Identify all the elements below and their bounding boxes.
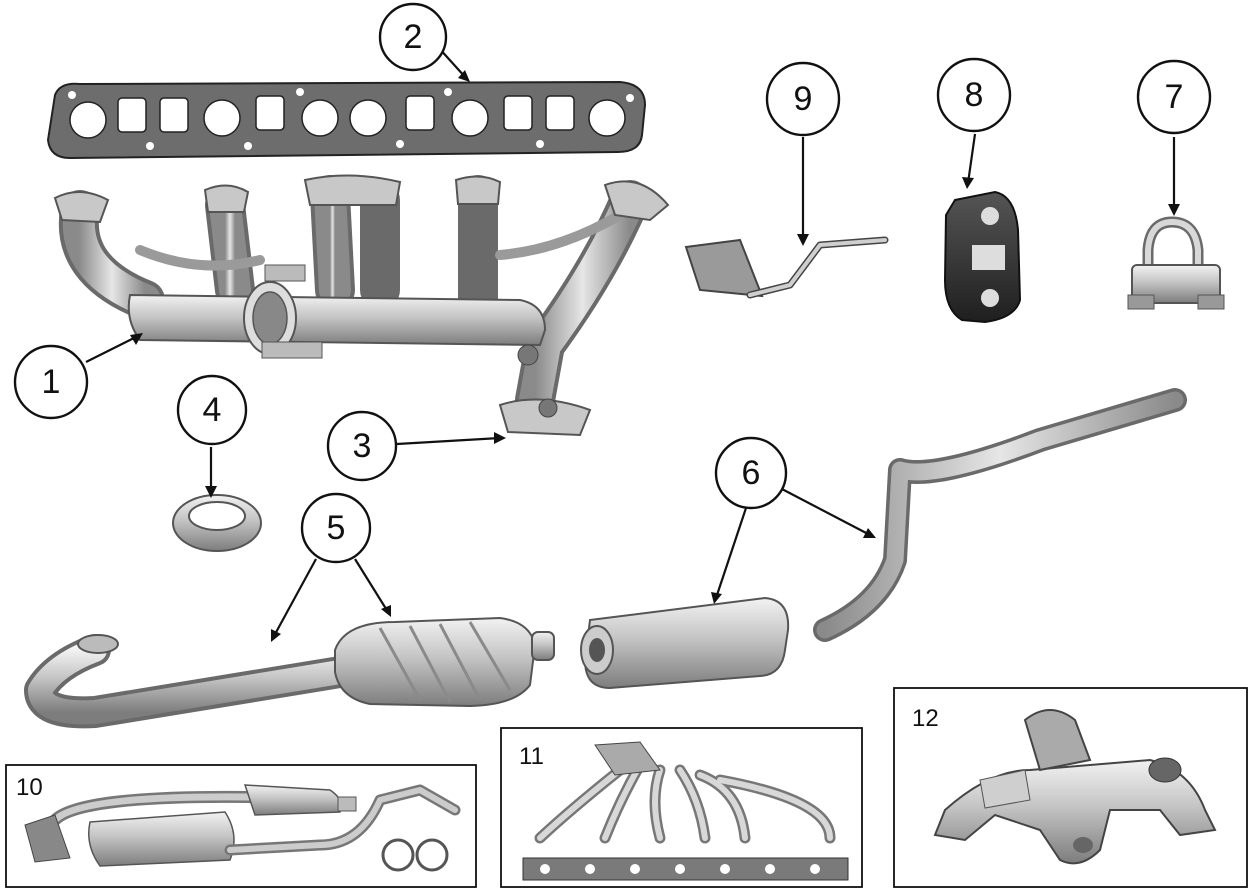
- inset-12-label: 12: [912, 705, 939, 732]
- callout-5-label: 5: [327, 509, 346, 547]
- inset-10-exhaust-kit: [5, 764, 477, 888]
- exhaust-manifold: [53, 174, 670, 437]
- callout-5: 5: [300, 492, 372, 564]
- callout-6: 6: [714, 436, 788, 510]
- callout-3-label: 3: [353, 427, 372, 465]
- callout-9: 9: [765, 61, 841, 137]
- muffler: [580, 596, 790, 690]
- leader-arrowheads: [130, 70, 1180, 642]
- u-bolt-clamp: [1127, 216, 1225, 310]
- donut-gasket: [172, 494, 262, 552]
- inset-11-header: [500, 727, 863, 888]
- callout-4: 4: [176, 374, 248, 446]
- front-pipe-with-catalytic-converter: [24, 616, 555, 729]
- callout-2-label: 2: [404, 18, 423, 56]
- callout-3: 3: [326, 410, 398, 482]
- inset-10-label: 10: [16, 774, 43, 801]
- exhaust-hanger-bracket: [684, 236, 889, 299]
- callout-4-label: 4: [203, 391, 222, 429]
- callout-9-label: 9: [794, 80, 813, 118]
- callout-1-label: 1: [42, 363, 61, 401]
- inset-12-cast-manifold: [893, 687, 1248, 888]
- inset-11-label: 11: [519, 743, 544, 770]
- callout-8: 8: [936, 57, 1012, 133]
- manifold-gasket: [46, 80, 647, 160]
- callout-6-label: 6: [742, 454, 761, 492]
- callout-8-label: 8: [965, 76, 984, 114]
- tailpipe: [813, 388, 1187, 642]
- rubber-isolator: [943, 190, 1022, 324]
- callout-7-label: 7: [1165, 78, 1184, 116]
- callout-7: 7: [1136, 59, 1212, 135]
- callout-1: 1: [13, 344, 89, 420]
- callout-2: 2: [378, 2, 448, 72]
